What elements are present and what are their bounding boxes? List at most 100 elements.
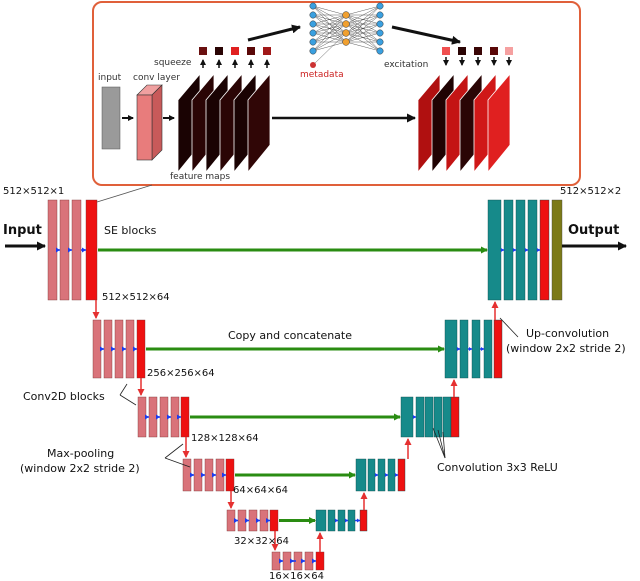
block-arrow-head: [201, 472, 205, 478]
block-arrow-head: [145, 414, 149, 420]
block-arrow-head: [167, 414, 171, 420]
network-node: [342, 20, 350, 28]
block-arrow-head: [501, 248, 504, 252]
network-node: [376, 20, 384, 28]
network-edge: [345, 5, 381, 16]
block-arrow-head: [156, 414, 160, 420]
decoder-block: [442, 396, 452, 438]
block-arrow-head: [56, 247, 60, 253]
se-blocks-label: SE blocks: [104, 224, 157, 237]
dim-output: 512×512×2: [560, 186, 621, 197]
network-node: [376, 47, 384, 55]
se-inset: input conv layer feature maps squeeze: [92, 1, 581, 186]
block-arrow-head: [413, 415, 416, 419]
decoder-block: [503, 199, 514, 301]
skip-connections: [98, 246, 488, 524]
block-arrow-head: [457, 347, 460, 351]
conv2d-block: [193, 458, 203, 492]
network-edge: [312, 14, 347, 43]
conv2d-block: [114, 319, 124, 379]
decoder-block: [515, 199, 526, 301]
conv2d-block: [248, 509, 258, 532]
se-block: [85, 199, 98, 301]
block-arrow-head: [245, 518, 249, 523]
network-edge: [345, 14, 381, 43]
block-arrow-head: [385, 473, 388, 477]
level-arrows: [92, 300, 499, 552]
decoder-block: [387, 458, 396, 492]
block-arrow-head: [375, 473, 378, 477]
se-block: [359, 509, 368, 532]
inset-callout-line: [96, 184, 153, 203]
block-arrow-head: [111, 346, 115, 352]
conv2d-block: [47, 199, 58, 301]
dim-level-2: 128×128×64: [191, 433, 259, 444]
network-edge: [345, 5, 381, 43]
block-arrow-head: [212, 472, 216, 478]
network-edge: [312, 32, 347, 66]
block-arrow-head: [469, 347, 472, 351]
dim-level-0: 512×512×64: [102, 292, 170, 303]
block-arrow-head: [525, 248, 528, 252]
network-edge: [312, 41, 347, 52]
block-arrow-head: [266, 518, 270, 523]
network-edge: [345, 5, 381, 34]
conv2d-block: [204, 458, 214, 492]
dim-level-4: 32×32×64: [234, 536, 289, 547]
inset-conv-label: conv layer: [133, 73, 180, 83]
conv-layer-box: [136, 94, 153, 161]
block-arrow-head: [122, 346, 126, 352]
se-block: [180, 396, 190, 438]
network-edge: [312, 32, 347, 52]
output-label: Output: [568, 223, 619, 238]
squeeze-arrows: [200, 59, 270, 68]
dim-level-1: 256×256×64: [147, 368, 215, 379]
final-block: [551, 199, 563, 301]
conv2d-block: [103, 319, 113, 379]
conv2d-block: [92, 319, 102, 379]
conv2d-block: [137, 396, 147, 438]
block-arrows: [56, 247, 540, 564]
block-arrow-head: [357, 518, 360, 523]
squeeze-vector: [199, 47, 271, 55]
network-node: [342, 38, 350, 46]
se-block: [493, 319, 503, 379]
decoder-block: [315, 509, 327, 532]
network-node: [309, 38, 317, 46]
block-arrow-head: [537, 248, 540, 252]
se-block: [136, 319, 146, 379]
decoder-block: [355, 458, 367, 492]
conv2d-block: [226, 509, 236, 532]
block-arrow-head: [68, 247, 72, 253]
block-arrow-head: [335, 518, 338, 523]
network-node: [342, 29, 350, 37]
decoder-block: [377, 458, 386, 492]
decoder-block: [337, 509, 346, 532]
feature-maps: [177, 72, 271, 174]
block-arrow-head: [100, 346, 104, 352]
conv-relu-label: Convolution 3x3 ReLU: [437, 461, 558, 474]
conv2d-block: [271, 551, 281, 571]
se-block: [315, 551, 325, 571]
excited-feature-maps: [417, 72, 511, 174]
network-edge: [345, 41, 381, 52]
network-edge: [312, 23, 347, 52]
block-arrow-head: [234, 518, 238, 523]
conv2d-block: [125, 319, 135, 379]
network-edge: [312, 14, 347, 52]
network-node: [309, 2, 317, 10]
block-arrow-head: [190, 472, 194, 478]
metadata-node: [310, 62, 316, 68]
block-arrow-head: [133, 346, 137, 352]
decoder-block: [424, 396, 434, 438]
input-label: Input: [3, 223, 42, 238]
upconv-label-1: Up-convolution: [526, 327, 609, 340]
upconv-label-2: (window 2x2 stride 2): [506, 342, 626, 355]
inset-excitation-label: excitation: [384, 60, 428, 70]
conv2d-block: [159, 396, 169, 438]
conv2d-block: [59, 199, 70, 301]
annotation-pointers: [119, 317, 519, 468]
decoder-block: [483, 319, 493, 379]
network-node: [376, 11, 384, 19]
network-edge: [312, 14, 347, 34]
